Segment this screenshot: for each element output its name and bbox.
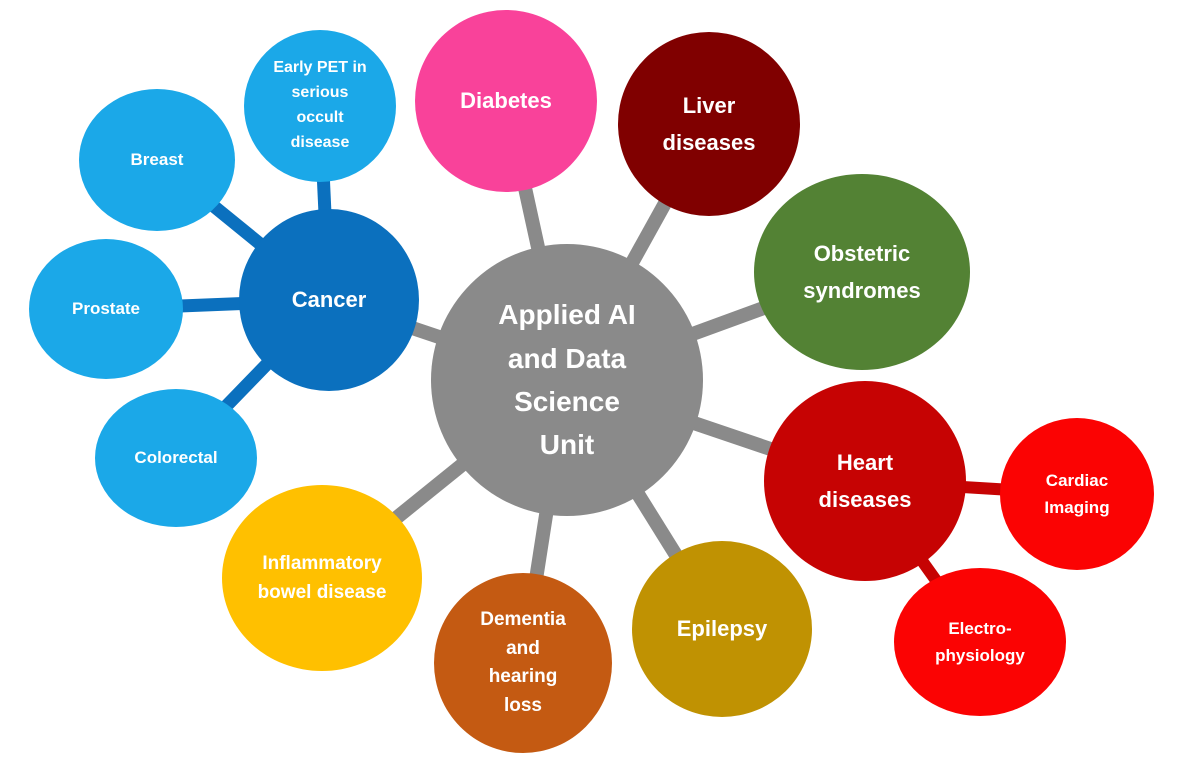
node-cardiac-imaging: Cardiac Imaging (1000, 418, 1154, 570)
node-label: Inflammatory bowel disease (257, 552, 387, 603)
node-electrophysiology: Electro- physiology (894, 568, 1066, 716)
node-heart-diseases: Heart diseases (764, 381, 966, 581)
node-label: Cardiac Imaging (1044, 470, 1110, 517)
node-liver-diseases: Liver diseases (618, 32, 800, 216)
node-prostate: Prostate (29, 239, 183, 379)
node-label: Cancer (291, 286, 367, 312)
node-dementia-hearing-loss: Dementia and hearing loss (434, 573, 612, 753)
node-label: Early PET in serious occult disease (273, 59, 367, 151)
node-early-pet: Early PET in serious occult disease (244, 30, 396, 182)
node-cancer: Cancer (239, 209, 419, 391)
node-label: Heart diseases (818, 449, 912, 512)
node-label: Liver diseases (662, 92, 756, 155)
node-label: Applied AI and Data Science Unit (498, 299, 636, 461)
node-inflammatory-bowel-disease: Inflammatory bowel disease (222, 485, 422, 671)
node-diabetes: Diabetes (415, 10, 597, 192)
node-label: Diabetes (460, 87, 552, 113)
node-colorectal: Colorectal (95, 389, 257, 527)
node-obstetric-syndromes: Obstetric syndromes (754, 174, 970, 370)
node-label: Electro- physiology (935, 618, 1025, 665)
node-breast: Breast (79, 89, 235, 231)
node-label: Prostate (71, 299, 141, 319)
node-label: Obstetric syndromes (803, 240, 921, 303)
node-label: Dementia and hearing loss (480, 609, 566, 716)
node-applied-ai-center: Applied AI and Data Science Unit (431, 244, 703, 516)
node-epilepsy: Epilepsy (632, 541, 812, 717)
node-label: Epilepsy (676, 615, 768, 641)
node-label: Breast (130, 150, 184, 170)
node-label: Colorectal (134, 448, 218, 468)
